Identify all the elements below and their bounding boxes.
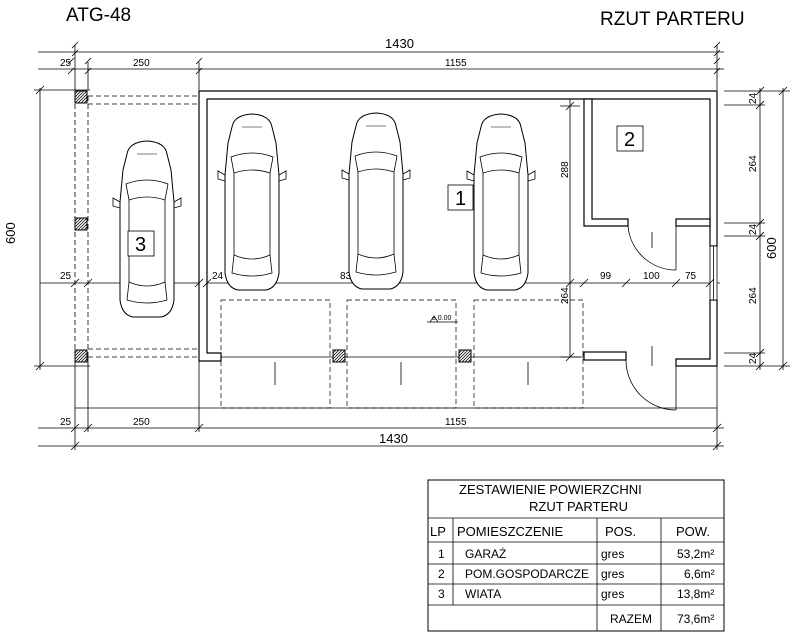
carport-outline	[74, 95, 199, 358]
car-garage-2	[341, 112, 411, 290]
level-mark-text: ± 0.00	[432, 315, 452, 322]
table-row-2-area: 6,6m²	[684, 567, 715, 581]
dim-right-seg-3: 24	[748, 223, 759, 235]
room-3-box	[127, 230, 155, 257]
room-3-number: 3	[135, 234, 146, 256]
dim-right-seg-4: 264	[748, 287, 759, 304]
car-garage-1	[217, 113, 287, 291]
room-1-box	[447, 184, 474, 211]
dim-mid-4: 833	[340, 271, 357, 282]
table-row-3-name: WIATA	[465, 587, 501, 601]
dim-right-seg-1: 24	[748, 92, 759, 104]
mid-row-ticks	[70, 278, 715, 288]
table-row-2-name: POM.GOSPODARCZE	[465, 567, 589, 581]
side-window	[709, 245, 718, 301]
dim-bottom-seg-1: 25	[60, 417, 72, 428]
inner-vertical-dimension	[560, 99, 580, 362]
table-title-2: RZUT PARTERU	[529, 499, 628, 514]
dim-inner-264: 264	[560, 287, 571, 304]
dim-left-height: 600	[3, 222, 18, 244]
right-dimensions	[724, 86, 790, 371]
table-row-3-lp: 3	[438, 587, 445, 601]
dim-bottom-total: 1430	[379, 431, 408, 446]
area-table	[427, 479, 725, 632]
dim-top-seg-1: 25	[60, 58, 72, 69]
table-header-lp: LP	[430, 524, 446, 539]
table-row-3-floor: gres	[601, 587, 624, 601]
top-dimensions	[38, 41, 724, 90]
left-dimension	[34, 85, 90, 371]
car-garage-3	[466, 113, 536, 291]
dim-inner-288: 288	[560, 161, 571, 178]
table-header-room: POMIESZCZENIE	[457, 524, 564, 539]
dim-mid-5: 99	[600, 271, 612, 282]
dim-mid-6: 100	[643, 271, 660, 282]
table-header-area: POW.	[676, 524, 710, 539]
dim-right-height: 600	[764, 237, 779, 259]
table-row-1-name: GARAŻ	[465, 547, 506, 561]
table-row-1-floor: gres	[601, 547, 624, 561]
table-total-label: RAZEM	[610, 612, 652, 626]
dim-right-seg-2: 264	[748, 155, 759, 172]
table-row-3-area: 13,8m²	[677, 587, 714, 601]
table-row-2-floor: gres	[601, 567, 624, 581]
bottom-dimensions	[38, 357, 724, 451]
table-row-2-lp: 2	[438, 567, 445, 581]
room-2-number: 2	[624, 129, 635, 151]
storage-door	[627, 225, 677, 271]
table-title-1: ZESTAWIENIE POWIERZCHNI	[459, 482, 642, 497]
dim-mid-1: 25	[60, 271, 72, 282]
table-total-value: 73,6m²	[677, 612, 714, 626]
room-2-box	[616, 125, 644, 152]
dim-top-total: 1430	[385, 36, 414, 51]
dim-mid-3: 24	[212, 271, 224, 282]
dim-right-seg-5: 24	[748, 352, 759, 364]
table-header-floor: POS.	[605, 524, 636, 539]
drawing-title: RZUT PARTERU	[600, 9, 745, 30]
table-row-1-lp: 1	[438, 547, 445, 561]
dim-top-seg-2: 250	[133, 58, 150, 69]
drawing-code: ATG-48	[66, 5, 131, 26]
room-1-number: 1	[455, 188, 466, 210]
side-door	[625, 346, 677, 411]
dim-top-seg-3: 1155	[445, 58, 467, 69]
dim-bottom-seg-2: 250	[133, 417, 150, 428]
dim-bottom-seg-3: 1155	[445, 417, 467, 428]
bay-centre-lines	[274, 362, 529, 385]
garage-walls	[198, 90, 718, 367]
parking-bays	[220, 299, 584, 409]
car-carport	[112, 140, 182, 318]
level-marker	[427, 315, 458, 323]
dim-mid-7: 75	[685, 271, 697, 282]
table-row-1-area: 53,2m²	[677, 547, 714, 561]
